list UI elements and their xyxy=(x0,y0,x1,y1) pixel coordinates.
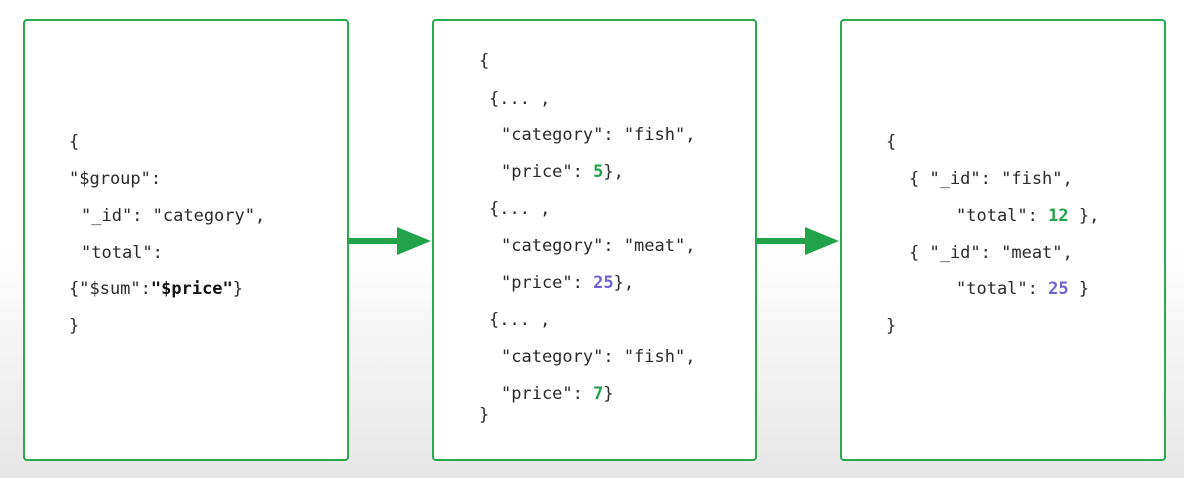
output-close-brace: } xyxy=(886,316,897,336)
output-documents-box: { { "_id": "fish", "total": 12 }, { "_id… xyxy=(840,19,1166,461)
input-open-brace: { xyxy=(479,51,490,71)
arrow-right-icon xyxy=(347,227,431,255)
input-doc-3-category: "category": "fish", xyxy=(501,347,696,367)
query-group-key: "$group": xyxy=(69,169,162,189)
input-doc-1-price-key: "price": xyxy=(501,162,594,182)
query-sum-suffix: } xyxy=(232,279,244,299)
group-stage-box: { "$group": "_id": "category", "total": … xyxy=(23,19,349,461)
input-doc-2-prefix: {... , xyxy=(489,199,551,219)
arrow-head xyxy=(805,227,839,255)
input-doc-2-price-line: "price": 25}, xyxy=(501,272,634,294)
output-group-1-total-key: "total": xyxy=(956,206,1049,226)
output-group-2-total-value: 25 xyxy=(1048,279,1069,299)
query-close-brace: } xyxy=(69,316,80,336)
input-doc-2-price-key: "price": xyxy=(501,273,594,293)
output-open-brace: { xyxy=(886,132,897,152)
input-doc-1-prefix: {... , xyxy=(489,89,551,109)
output-group-2-id: { "_id": "meat", xyxy=(909,243,1073,263)
query-sum-prefix: {"$sum": xyxy=(69,279,151,299)
arrow-head xyxy=(397,227,431,255)
output-group-1-total-value: 12 xyxy=(1048,206,1069,226)
output-group-2-total-line: "total": 25 } xyxy=(956,278,1089,300)
input-close-brace: } xyxy=(479,405,490,425)
query-sum-line: {"$sum":"$price"} xyxy=(69,278,243,300)
input-doc-2-price-value: 25 xyxy=(593,273,614,293)
input-doc-3-price-key: "price": xyxy=(501,384,594,404)
arrow-right-icon xyxy=(755,227,839,255)
input-doc-1-price-line: "price": 5}, xyxy=(501,161,624,183)
input-doc-1-price-value: 5 xyxy=(593,162,604,182)
input-documents-box: { {... , "category": "fish", "price": 5}… xyxy=(432,19,757,461)
output-group-1-total-suffix: }, xyxy=(1068,206,1100,226)
query-id-line: "_id": "category", xyxy=(81,206,266,226)
query-total-line: "total": xyxy=(81,243,163,263)
input-doc-2-category: "category": "meat", xyxy=(501,236,696,256)
input-doc-3-price-value: 7 xyxy=(593,384,604,404)
output-group-1-total-line: "total": 12 }, xyxy=(956,205,1099,227)
query-sum-field: "$price" xyxy=(150,279,233,299)
input-doc-3-prefix: {... , xyxy=(489,310,551,330)
output-group-2-total-suffix: } xyxy=(1068,279,1090,299)
query-open-brace: { xyxy=(69,132,80,152)
input-doc-2-price-suffix: }, xyxy=(613,273,635,293)
output-group-1-id: { "_id": "fish", xyxy=(909,169,1073,189)
input-doc-3-price-suffix: } xyxy=(603,384,614,404)
input-doc-1-price-suffix: }, xyxy=(603,162,624,182)
input-doc-3-price-line: "price": 7} xyxy=(501,383,614,405)
output-group-2-total-key: "total": xyxy=(956,279,1049,299)
input-doc-1-category: "category": "fish", xyxy=(501,125,696,145)
